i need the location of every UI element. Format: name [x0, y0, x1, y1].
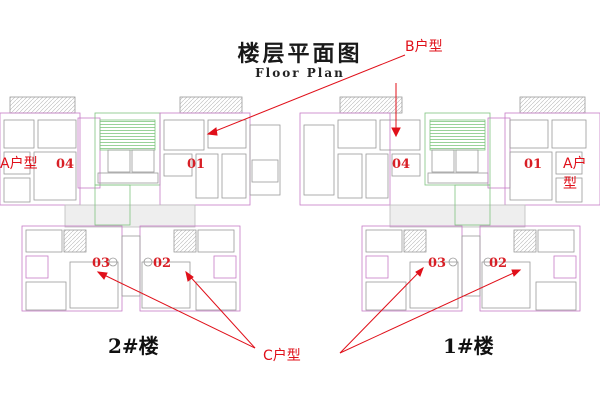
building-2-plan [0, 96, 281, 312]
page-title: 楼层平面图 [237, 41, 363, 67]
unit-number-b1-01: 01 [524, 157, 543, 172]
unit-number-b2-02: 02 [153, 256, 172, 271]
unit-number-b1-04: 04 [392, 157, 411, 172]
unit-number-b1-03: 03 [428, 256, 447, 271]
building-2-label: 2#楼 [108, 334, 159, 358]
a-type-label-right: A户型 [563, 156, 587, 192]
b-type-label: B户型 [405, 39, 443, 55]
unit-number-b2-03: 03 [92, 256, 111, 271]
unit-number-b1-02: 02 [489, 256, 508, 271]
page-subtitle: Floor Plan [255, 66, 345, 80]
unit-number-b2-04: 04 [56, 157, 75, 172]
c-type-label: C户型 [263, 348, 301, 364]
annotation-arrows [96, 54, 522, 354]
a-type-label-left: A户型 [0, 156, 38, 172]
building-1-label: 1#楼 [443, 334, 494, 358]
unit-number-b2-01: 01 [187, 157, 206, 172]
building-1-plan [299, 96, 600, 312]
